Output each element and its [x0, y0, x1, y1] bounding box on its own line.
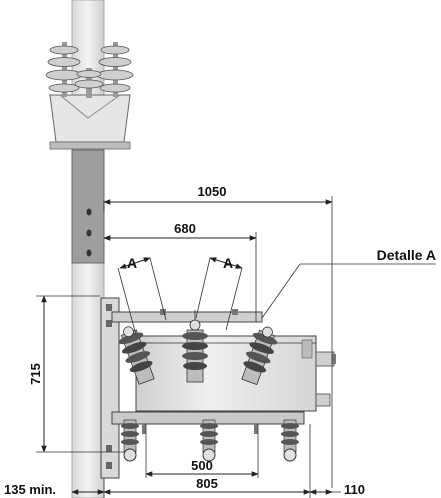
dimension-110: 110	[309, 482, 365, 497]
lower-insulator-right	[281, 419, 299, 462]
dimension-135: 135 min.	[4, 482, 105, 497]
insulator-right	[96, 42, 134, 97]
mounting-frame	[100, 297, 305, 479]
detail-a-callout: Detalle A	[261, 247, 436, 319]
dimension-715: 715	[28, 295, 124, 453]
section-a-left: A	[117, 255, 167, 336]
section-label-a-right: A	[223, 255, 233, 271]
section-a-right: A	[195, 255, 243, 331]
dimension-500: 500	[145, 424, 259, 478]
insulator-center	[74, 68, 104, 98]
dimension-label-805: 805	[196, 476, 218, 491]
pole-mounting-bracket	[71, 149, 105, 264]
dimension-label-1050: 1050	[198, 184, 227, 199]
top-insulator-assembly	[45, 42, 134, 150]
bushing-right	[241, 326, 278, 386]
recloser-tank	[135, 335, 336, 412]
bushing-center	[182, 310, 208, 383]
lower-insulator-left	[121, 419, 139, 462]
dimension-label-680: 680	[174, 221, 196, 236]
dimension-label-500: 500	[191, 458, 213, 473]
bushing-left	[118, 326, 155, 385]
dimension-label-715: 715	[28, 363, 43, 385]
dimension-label-110: 110	[344, 482, 365, 497]
lower-insulator-center	[200, 419, 218, 462]
dimension-label-135: 135 min.	[4, 482, 56, 497]
detail-a-label: Detalle A	[377, 247, 436, 263]
dimension-805: 805	[103, 424, 311, 498]
dimension-680: 680	[103, 221, 257, 322]
section-label-a-left: A	[127, 255, 137, 271]
dimension-1050: 1050	[103, 184, 333, 488]
